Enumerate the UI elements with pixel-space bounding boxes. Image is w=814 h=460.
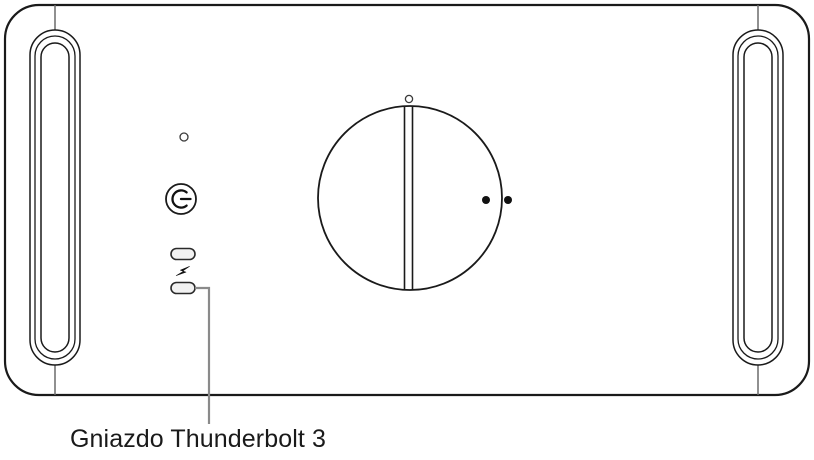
callout-label: Gniazdo Thunderbolt 3 (70, 425, 326, 453)
latch-position-indicator-icon (404, 94, 414, 104)
latch-lock-dot-inner-icon (482, 196, 490, 204)
thunderbolt-port-lower[interactable] (170, 281, 196, 295)
thunderbolt-bolt-icon (175, 266, 190, 276)
callout-leader-line (195, 286, 211, 424)
status-indicator-light (179, 132, 189, 142)
handle-left-outline-middle (34, 35, 76, 360)
handle-right-outline-middle (737, 35, 779, 360)
thunderbolt-port-lower-slot[interactable] (170, 281, 196, 295)
handle-left (29, 5, 81, 395)
status-light-icon (179, 132, 189, 142)
thunderbolt-bolt-glyph (175, 266, 190, 276)
thunderbolt-port-upper-slot[interactable] (170, 247, 196, 261)
leader-line-path (195, 286, 211, 424)
handle-left-outline-inner (40, 42, 70, 353)
handle-right-outline-inner (743, 42, 773, 353)
power-button[interactable] (165, 183, 197, 215)
thunderbolt-port-upper[interactable] (170, 247, 196, 261)
handle-right (732, 5, 784, 395)
handle-right-outline-outer (732, 29, 784, 366)
handle-left-outline-outer (29, 29, 81, 366)
latch-lock-dot-outer-icon (504, 196, 512, 204)
power-icon (171, 189, 188, 209)
latch-dial-circle[interactable] (317, 105, 503, 291)
top-latch-dial[interactable] (317, 94, 512, 291)
